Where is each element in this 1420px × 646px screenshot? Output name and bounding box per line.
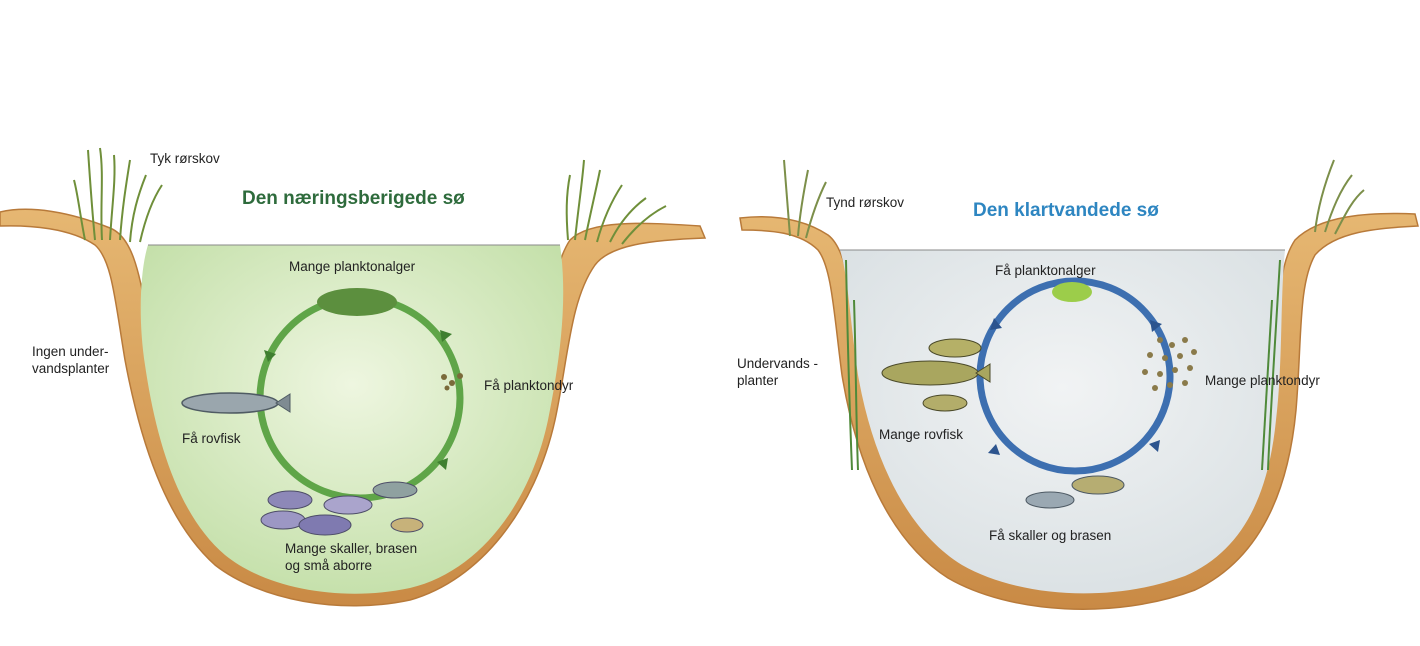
right-cycle-arrows bbox=[988, 318, 1162, 455]
left-zooplankton-icon bbox=[441, 373, 463, 391]
left-no-plants-label: Ingen under- vandsplanter bbox=[32, 344, 110, 376]
left-roach-label: Mange skaller, brasen og små aborre bbox=[285, 541, 418, 573]
left-predators-label: Få rovfisk bbox=[182, 431, 241, 446]
left-lake-water bbox=[140, 245, 564, 594]
right-zooplankton-label: Mange planktondyr bbox=[1205, 373, 1320, 388]
left-lake-title: Den næringsberigede sø bbox=[242, 188, 465, 209]
right-lake-title: Den klartvandede sø bbox=[973, 200, 1159, 221]
left-plankton-algae-label: Mange planktonalger bbox=[289, 259, 416, 274]
left-cycle-arrows bbox=[264, 330, 452, 470]
right-reeds-label: Tynd rørskov bbox=[826, 195, 905, 210]
right-plants-label: Undervands - planter bbox=[737, 356, 819, 388]
left-reeds-label: Tyk rørskov bbox=[150, 151, 220, 166]
left-zooplankton-label: Få planktondyr bbox=[484, 378, 574, 393]
left-lake bbox=[0, 147, 707, 607]
right-predators-label: Mange rovfisk bbox=[879, 427, 964, 442]
right-underwater-plants-icon bbox=[845, 259, 1281, 471]
right-zooplankton-icon bbox=[1142, 337, 1197, 391]
right-predator-fish-icon bbox=[881, 338, 991, 412]
right-lake-water bbox=[840, 250, 1285, 594]
left-reeds-icon bbox=[73, 147, 667, 245]
right-lake bbox=[739, 159, 1419, 610]
right-roach-label: Få skaller og brasen bbox=[989, 528, 1112, 543]
right-roach-fish-icon bbox=[1025, 475, 1125, 509]
left-algae-icon bbox=[317, 288, 397, 316]
right-algae-icon bbox=[1052, 282, 1092, 302]
right-reeds-icon bbox=[783, 159, 1365, 239]
right-plankton-algae-label: Få planktonalger bbox=[995, 263, 1096, 278]
left-predator-fish-icon bbox=[181, 392, 291, 414]
left-roach-fish-icon bbox=[260, 481, 424, 536]
